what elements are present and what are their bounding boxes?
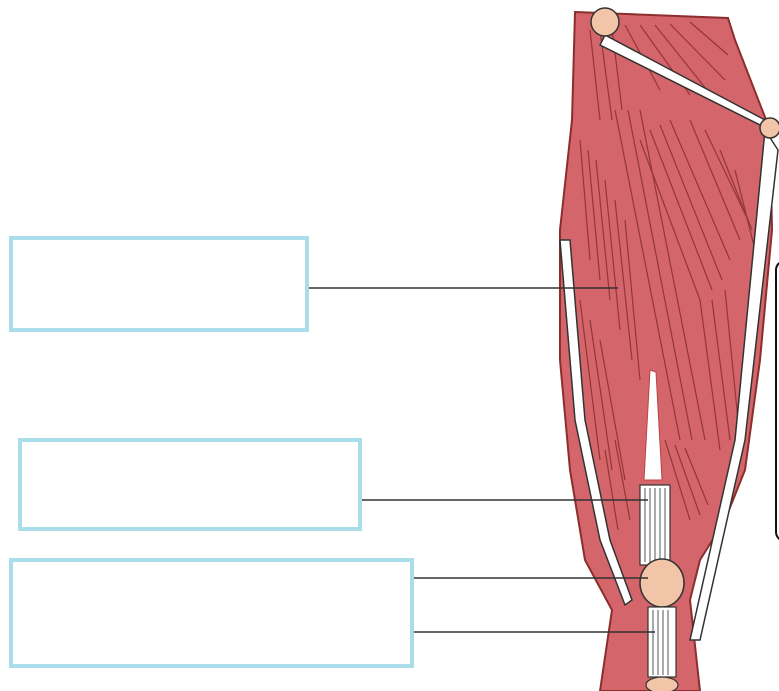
label-box-1[interactable] <box>9 236 309 332</box>
patella-bone <box>640 559 684 607</box>
patellar-ligament <box>648 607 676 677</box>
side-answer-panel <box>775 260 779 542</box>
iliac-spine-bone <box>760 118 779 138</box>
label-box-3[interactable] <box>9 558 414 668</box>
tibial-tuberosity <box>646 677 678 691</box>
pubic-bone <box>591 8 619 36</box>
label-box-2[interactable] <box>18 438 362 531</box>
